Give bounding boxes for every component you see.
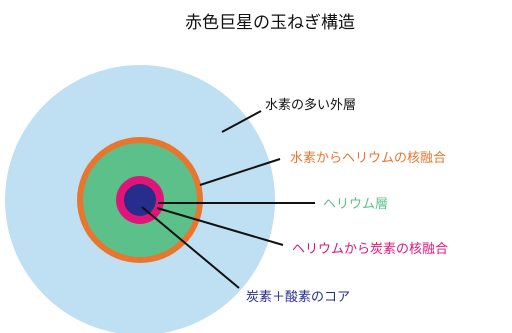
label-hydrogen-fusion: 水素からヘリウムの核融合 xyxy=(290,151,446,166)
leader-line-helium-fusion xyxy=(156,207,284,246)
leader-line-core xyxy=(141,206,240,289)
diagram-title: 赤色巨星の玉ねぎ構造 xyxy=(185,13,355,33)
leader-line-outer-layer xyxy=(221,110,262,133)
label-carbon-oxygen-core: 炭素＋酸素のコア xyxy=(246,290,350,305)
label-helium-layer: ヘリウム層 xyxy=(323,197,388,212)
label-hydrogen-outer-layer: 水素の多い外層 xyxy=(265,97,356,113)
leader-line-hydrogen-fusion xyxy=(199,158,281,186)
label-helium-fusion: ヘリウムから炭素の核融合 xyxy=(292,242,448,257)
carbon-oxygen-core xyxy=(124,184,156,216)
